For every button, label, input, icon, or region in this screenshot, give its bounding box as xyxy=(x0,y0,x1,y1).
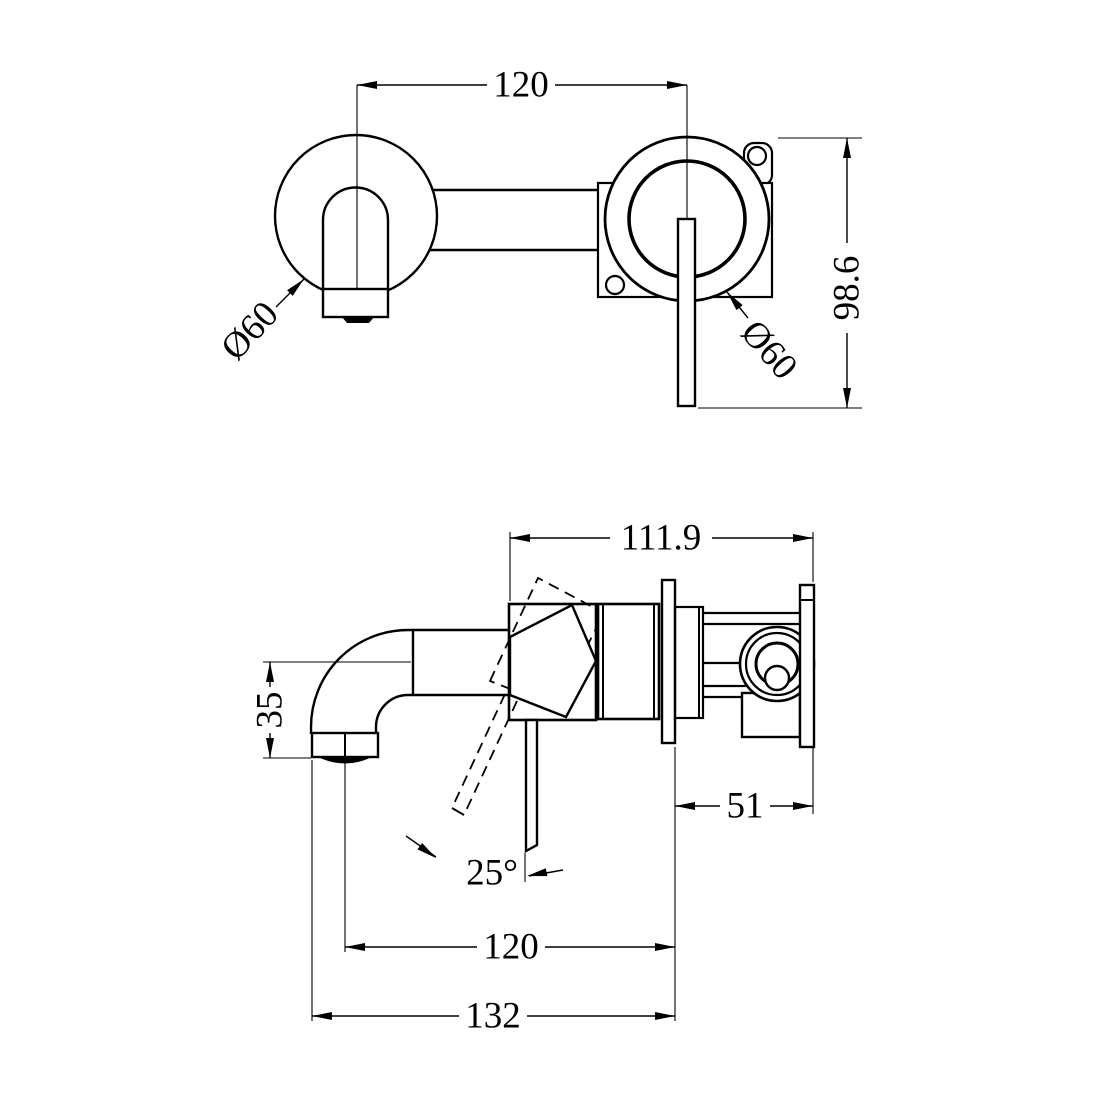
rough-in-end-plate xyxy=(798,583,816,749)
dim-front-spout-diameter: Ø60 xyxy=(213,278,305,369)
dim-side-handle-angle: 25° xyxy=(405,835,564,894)
inwall-body xyxy=(673,583,816,749)
arrowhead xyxy=(417,843,436,858)
dim-side-depth-label: 111.9 xyxy=(621,518,702,559)
dim-front-height-label: 98.6 xyxy=(827,256,868,321)
dim-side-handle-angle-label: 25° xyxy=(466,853,518,894)
screw-hole-top xyxy=(746,145,768,167)
arrowhead xyxy=(266,662,274,682)
arrowhead xyxy=(793,534,813,542)
dim-side-drop: 35 xyxy=(250,662,311,759)
front-handle-lever xyxy=(676,217,697,408)
arrowhead xyxy=(357,81,377,89)
dim-side-drop-label: 35 xyxy=(250,692,291,729)
handle-lever-rotated-dashed xyxy=(451,693,518,816)
arrowhead xyxy=(345,943,365,951)
arrowhead xyxy=(510,534,530,542)
dim-front-mixer-diameter: Ø60 xyxy=(726,291,806,388)
aerator xyxy=(342,317,374,323)
dim-side-wall-depth-label: 51 xyxy=(727,786,764,827)
front-spout xyxy=(321,186,390,323)
arrowhead xyxy=(527,868,548,877)
dim-side-overall-label: 132 xyxy=(465,996,521,1037)
dim-side-depth: 111.9 xyxy=(509,518,814,601)
dim-front-width-label: 120 xyxy=(493,65,549,106)
dimensions: 120 98.6 Ø60 Ø60 xyxy=(213,65,867,1037)
arrowhead xyxy=(312,1012,332,1020)
arrowhead xyxy=(843,138,851,158)
side-view xyxy=(263,576,816,882)
dim-side-wall-depth: 51 xyxy=(674,747,814,1021)
side-handle-lever xyxy=(524,718,539,882)
front-connecting-pipe xyxy=(428,188,602,252)
arrowhead xyxy=(287,279,304,296)
arrowhead xyxy=(655,943,675,951)
arrowhead xyxy=(727,292,743,311)
dim-front-width: 120 xyxy=(357,65,687,106)
wall-plate xyxy=(660,578,677,745)
arrowhead xyxy=(667,81,687,89)
screw-hole-bottom xyxy=(604,274,626,296)
arrowhead xyxy=(266,738,274,758)
dim-front-spout-diameter-label: Ø60 xyxy=(213,294,286,369)
arrowhead xyxy=(843,388,851,408)
side-spout xyxy=(309,628,510,764)
dim-side-reach-label: 120 xyxy=(483,927,539,968)
arrowhead xyxy=(655,1012,675,1020)
front-view xyxy=(273,85,774,408)
arrowhead xyxy=(675,802,695,810)
handle-base xyxy=(508,603,598,719)
dim-front-mixer-diameter-label: Ø60 xyxy=(733,313,806,388)
dim-side-overall: 132 xyxy=(311,760,675,1037)
arrowhead xyxy=(793,802,813,810)
dim-front-height: 98.6 xyxy=(698,137,868,409)
side-cartridge xyxy=(596,602,661,721)
dim-side-reach: 120 xyxy=(344,757,675,968)
